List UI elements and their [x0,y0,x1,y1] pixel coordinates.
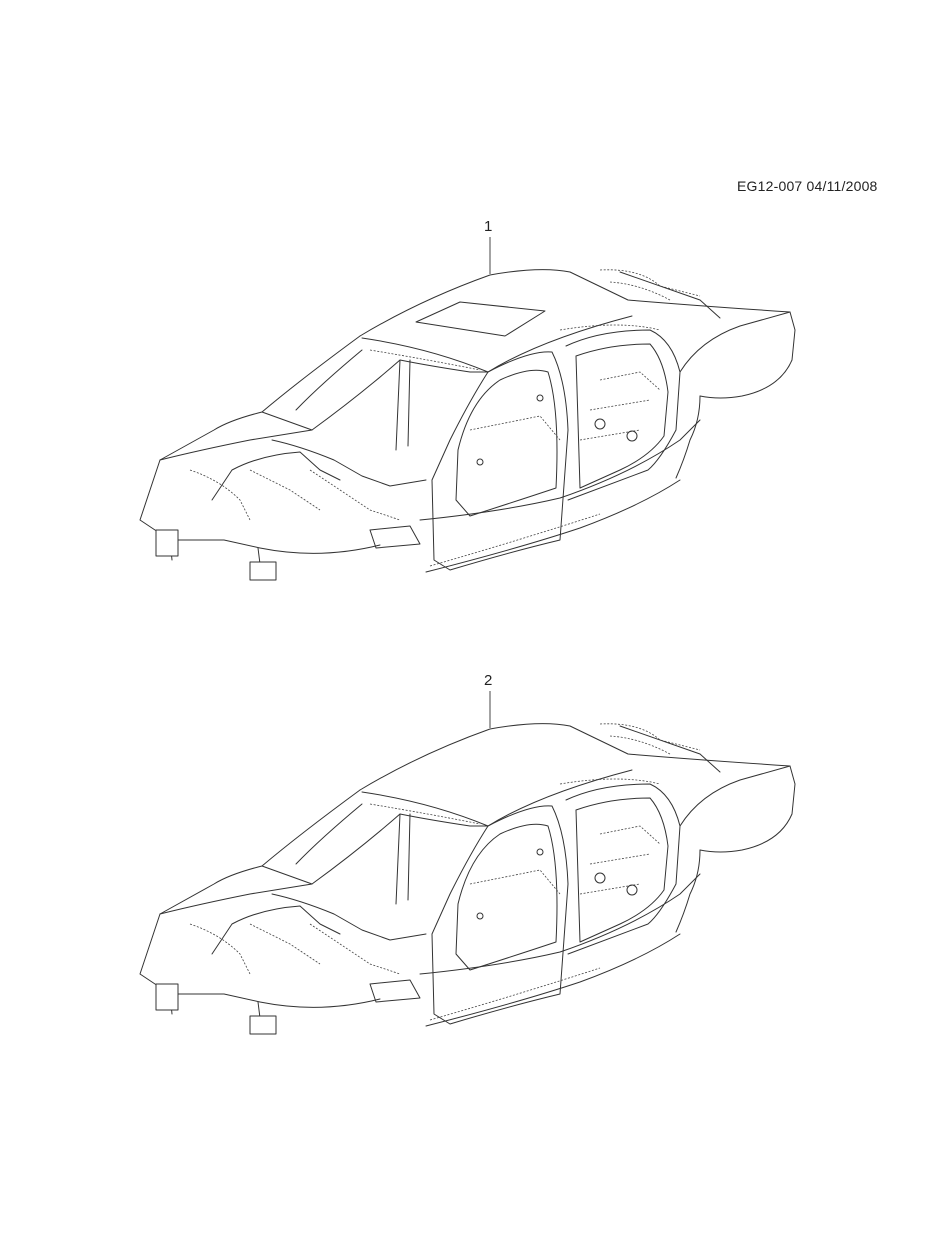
sunroof-panel [415,301,546,337]
callout-number-1: 1 [484,218,493,235]
body-shell-linework [139,691,796,1035]
diagram-reference-code: EG12-007 04/11/2008 [737,178,878,194]
callout-number-2: 2 [484,672,493,689]
body-shell-illustration-2 [139,691,796,1035]
body-shell-illustration-1 [139,237,796,581]
body-shell-linework [139,237,796,581]
